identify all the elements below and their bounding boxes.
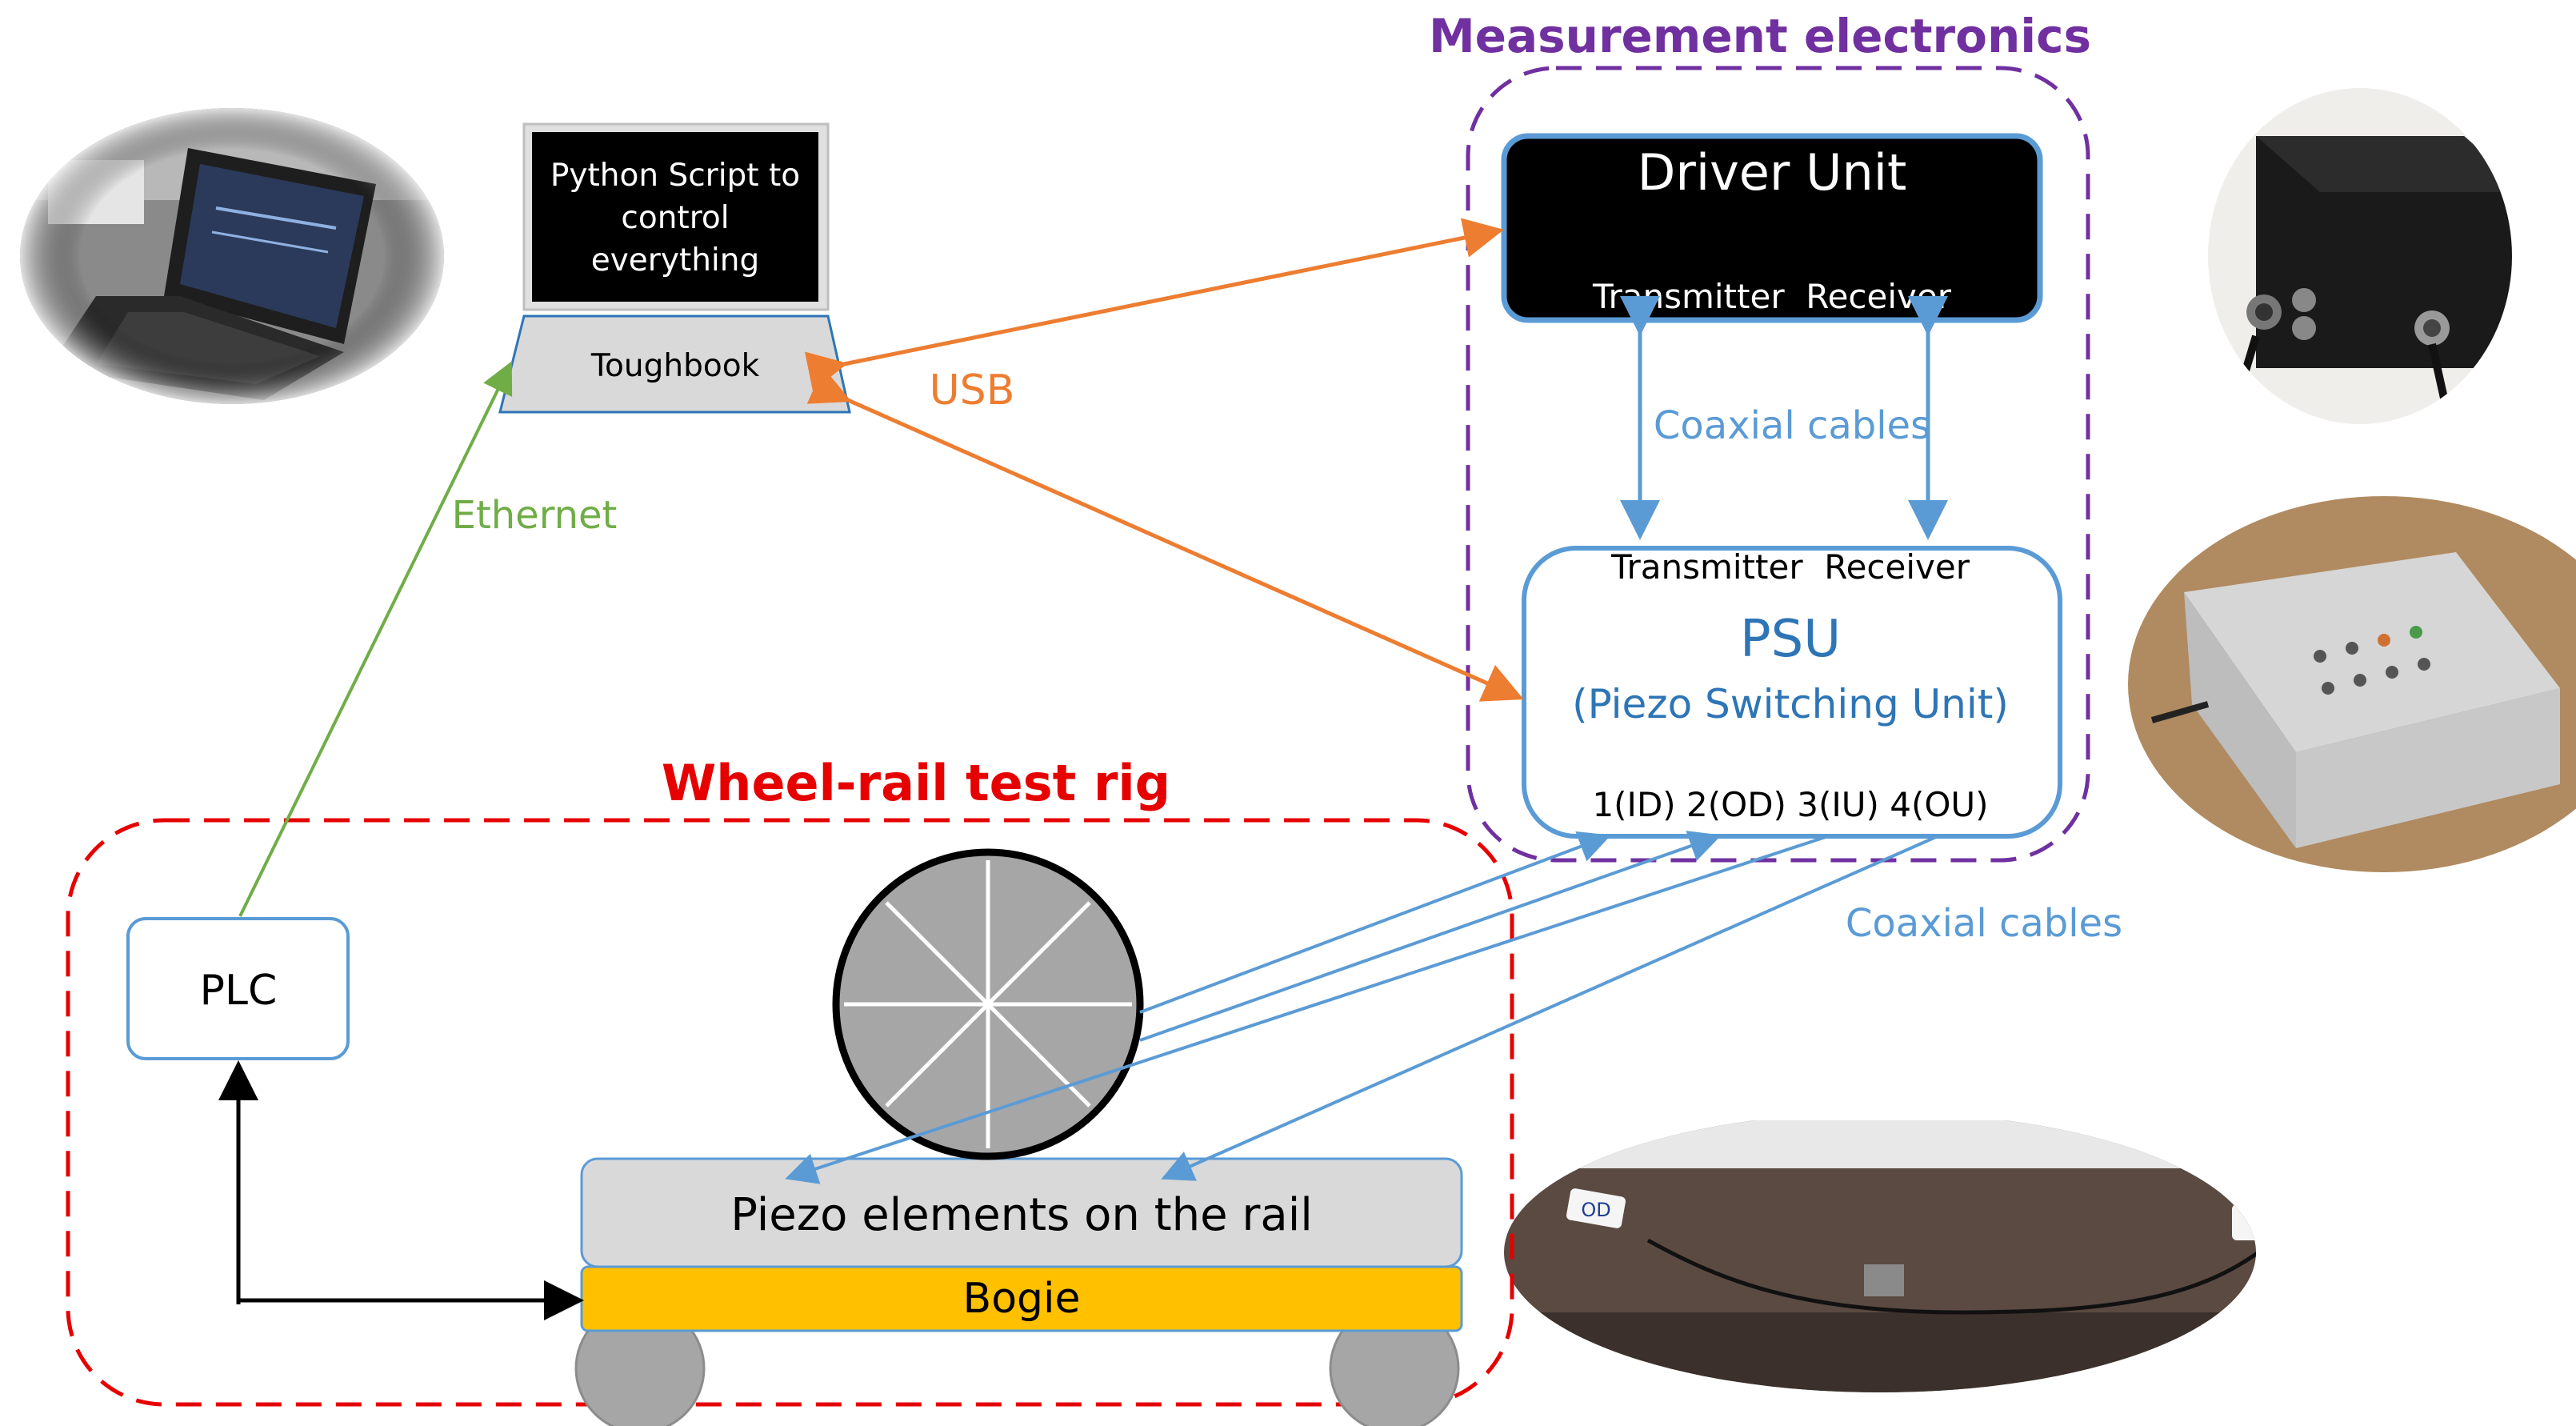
usb-label: USB xyxy=(930,367,1015,415)
measurement-electronics-title: Measurement electronics xyxy=(1429,9,2091,63)
psu-photo xyxy=(2128,496,2576,872)
bogie-label: Bogie xyxy=(963,1275,1081,1323)
piezo-label: Piezo elements on the rail xyxy=(730,1189,1313,1241)
driver-unit-ports: Transmitter Receiver xyxy=(1592,277,1952,316)
bogie: Bogie xyxy=(580,1265,1463,1332)
psu-unit: Transmitter Receiver PSU (Piezo Switchin… xyxy=(1522,546,2062,839)
ethernet-link xyxy=(238,361,513,917)
psu-subtitle: (Piezo Switching Unit) xyxy=(1572,681,2009,727)
rail-photo: OD OU xyxy=(1504,1120,2278,1392)
plc-label: PLC xyxy=(200,967,278,1015)
driver-unit-title: Driver Unit xyxy=(1638,143,1907,202)
psu-ports: Transmitter Receiver xyxy=(1610,547,1970,587)
coax-psu-piezo xyxy=(785,831,1938,1184)
od-tag-label: OD xyxy=(1581,1199,1610,1221)
usb-link-psu xyxy=(806,367,1524,702)
laptop-screen-line-2: control xyxy=(621,200,729,236)
toughbook-label: Toughbook xyxy=(590,348,760,384)
coax-outer-label: Coaxial cables xyxy=(1846,901,2122,946)
usb-link-driver xyxy=(804,218,1504,391)
laptop-screen-line-1: Python Script to xyxy=(550,158,800,194)
psu-title: PSU xyxy=(1740,610,1841,669)
test-wheel xyxy=(832,848,1144,1160)
coax-inner-label: Coaxial cables xyxy=(1654,403,1930,448)
plc-box: PLC xyxy=(126,917,350,1060)
laptop-screen-line-3: everything xyxy=(591,242,760,278)
test-rig-group xyxy=(66,818,1514,1407)
piezo-rail: Piezo elements on the rail xyxy=(580,1157,1463,1268)
driver-unit-photo xyxy=(2208,88,2512,424)
laptop-photo xyxy=(20,108,444,404)
ou-tag-label: OU xyxy=(2250,1213,2278,1236)
driver-unit: Driver Unit Transmitter Receiver xyxy=(1501,133,2043,323)
plc-bogie-link xyxy=(218,1060,584,1320)
test-rig-title: Wheel-rail test rig xyxy=(662,754,1170,812)
measurement-electronics-group xyxy=(1466,66,2090,863)
toughbook-laptop: Python Script to control everything Toug… xyxy=(498,122,851,414)
coax-driver-psu xyxy=(1620,296,1948,540)
psu-channels: 1(ID) 2(OD) 3(IU) 4(OU) xyxy=(1592,785,1988,824)
ethernet-label: Ethernet xyxy=(452,493,618,538)
